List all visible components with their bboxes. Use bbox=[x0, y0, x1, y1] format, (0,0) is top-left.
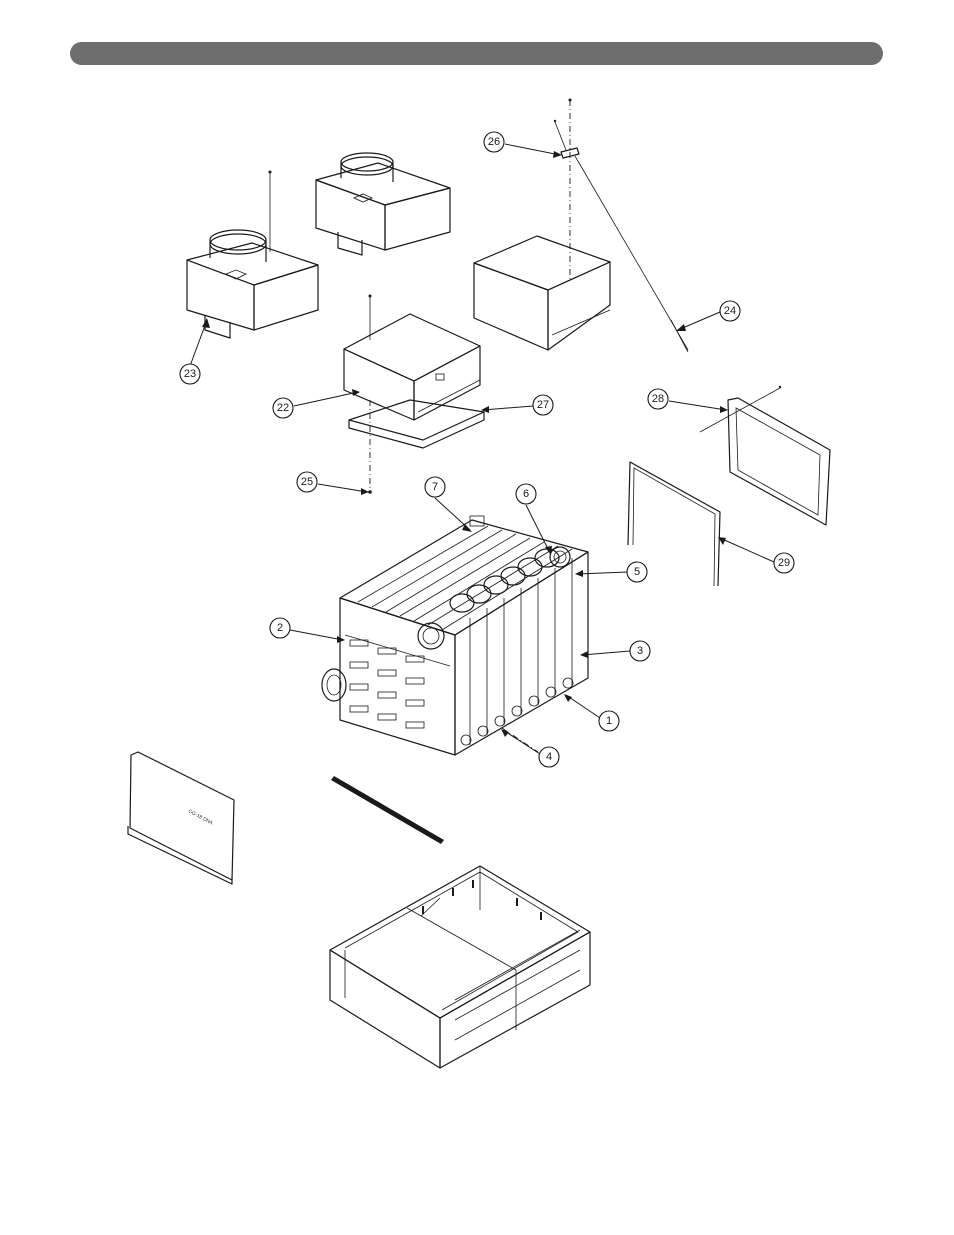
callout-22: 22 bbox=[273, 398, 293, 418]
canopy-22 bbox=[344, 295, 480, 421]
cover-panel-28 bbox=[700, 386, 830, 525]
callout-25: 25 bbox=[297, 472, 317, 492]
callout-7: 7 bbox=[425, 477, 445, 497]
callout-29-label: 29 bbox=[778, 557, 790, 569]
callout-1-label: 1 bbox=[606, 715, 612, 727]
callout-3-label: 3 bbox=[637, 645, 643, 657]
base-frame bbox=[330, 866, 590, 1068]
callout-27-label: 27 bbox=[537, 399, 549, 411]
callout-23: 23 bbox=[180, 364, 200, 384]
leader-lines bbox=[190, 144, 774, 754]
callout-28-label: 28 bbox=[652, 393, 664, 405]
draft-hood-left bbox=[187, 171, 318, 339]
callout-7-label: 7 bbox=[432, 481, 438, 493]
callout-5: 5 bbox=[627, 562, 647, 582]
callout-25-label: 25 bbox=[301, 476, 313, 488]
callout-4-label: 4 bbox=[546, 751, 552, 763]
callout-2-label: 2 bbox=[277, 622, 283, 634]
callout-28: 28 bbox=[648, 389, 668, 409]
callout-22-label: 22 bbox=[277, 402, 289, 414]
draft-hood-right bbox=[316, 153, 450, 255]
callout-23-label: 23 bbox=[184, 368, 196, 380]
callout-26: 26 bbox=[484, 132, 504, 152]
callout-29: 29 bbox=[774, 553, 794, 573]
callout-4: 4 bbox=[539, 747, 559, 767]
callout-1: 1 bbox=[599, 711, 619, 731]
callout-27: 27 bbox=[533, 395, 553, 415]
gasket-27 bbox=[349, 400, 484, 448]
callout-2: 2 bbox=[270, 618, 290, 638]
rod-24 bbox=[575, 156, 688, 352]
callout-6: 6 bbox=[516, 484, 536, 504]
bracket-26 bbox=[554, 120, 579, 158]
burner-bar bbox=[331, 776, 444, 844]
callout-3: 3 bbox=[630, 641, 650, 661]
callout-5-label: 5 bbox=[634, 566, 640, 578]
callout-6-label: 6 bbox=[523, 488, 529, 500]
heat-exchanger-assembly bbox=[322, 516, 588, 755]
callout-26-label: 26 bbox=[488, 136, 500, 148]
panel-label: GG-18 DNA bbox=[187, 808, 214, 826]
side-panel: GG-18 DNA bbox=[128, 752, 234, 884]
callout-24: 24 bbox=[720, 301, 740, 321]
callout-24-label: 24 bbox=[724, 305, 736, 317]
